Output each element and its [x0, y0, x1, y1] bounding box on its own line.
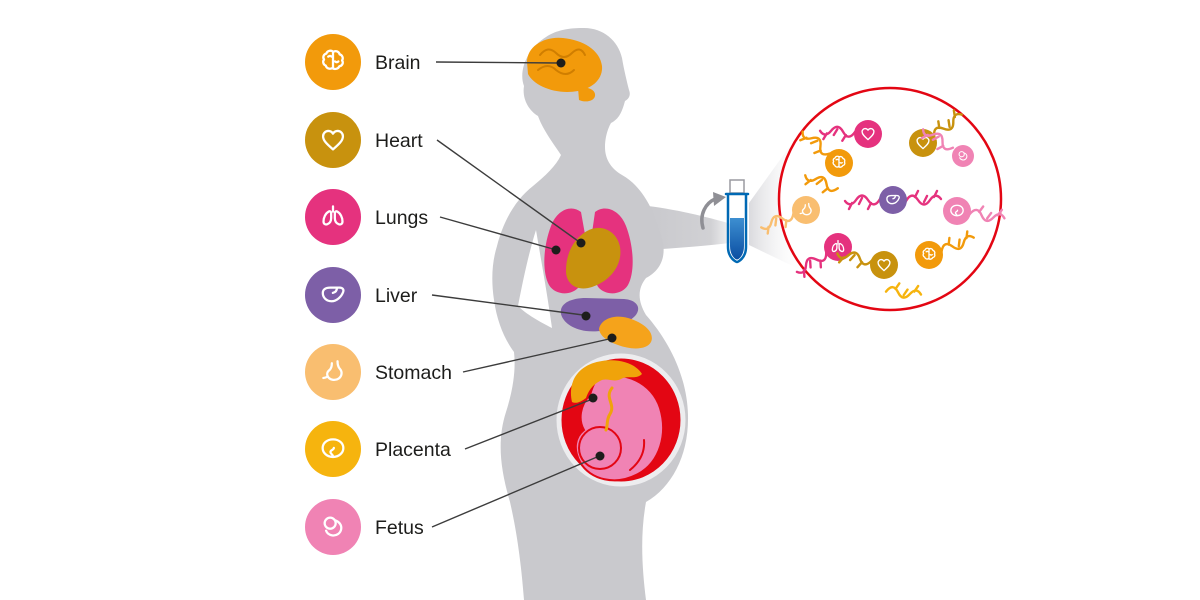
dna-fragment-liver — [843, 186, 943, 214]
dot-fetus — [595, 451, 605, 461]
connector-placenta — [464, 399, 591, 450]
connector-dots — [551, 58, 617, 461]
legend-item-brain: Brain — [305, 34, 421, 90]
fetus-leg-line — [629, 439, 646, 471]
dna-fragment-heart — [818, 120, 882, 148]
dna-fragment-brain — [796, 126, 853, 177]
legend-item-liver: Liver — [305, 267, 418, 323]
liver-legend-swatch — [305, 267, 361, 323]
legend-item-heart: Heart — [305, 112, 423, 168]
dot-liver — [581, 311, 591, 321]
dot-lungs — [551, 245, 561, 255]
legend-label-liver: Liver — [375, 285, 418, 307]
fetus-head — [578, 426, 622, 470]
umbilical-cord — [604, 386, 614, 432]
connector-lines — [431, 61, 610, 528]
dna-blob — [854, 120, 882, 148]
sample-arrow-icon — [700, 197, 717, 230]
dna-fragments — [758, 106, 1008, 302]
sample-arrowhead — [713, 192, 726, 206]
legend-label-stomach: Stomach — [375, 362, 452, 384]
dna-blob — [879, 186, 907, 214]
organ-legend: Brain Heart Lungs Liver Stomach Placenta — [305, 34, 452, 555]
dot-stomach — [607, 333, 617, 343]
brain-cerebellum — [578, 87, 596, 102]
connector-heart — [436, 139, 579, 242]
dna-fragment-placenta — [943, 197, 1008, 225]
connector-brain — [435, 61, 559, 64]
legend-item-lungs: Lungs — [305, 189, 428, 245]
tube-liquid — [730, 218, 744, 260]
connector-stomach — [462, 338, 610, 373]
dna-fragment-lungs — [792, 233, 852, 280]
brain-folds — [537, 48, 586, 75]
dot-brain — [556, 58, 566, 68]
dna-fragment-stomach — [758, 196, 820, 237]
legend-label-placenta: Placenta — [375, 439, 451, 461]
legend-label-heart: Heart — [375, 130, 423, 152]
placenta-organ — [570, 360, 642, 403]
dna-fragment-heart — [834, 247, 898, 279]
connector-liver — [431, 294, 584, 316]
heart-legend-swatch — [305, 112, 361, 168]
dot-placenta — [588, 393, 598, 403]
tube-cap — [729, 179, 745, 194]
dna-blob — [870, 251, 898, 279]
extended-arm — [648, 206, 738, 250]
dna-blob — [792, 196, 820, 224]
lungs-legend-swatch — [305, 189, 361, 245]
legend-label-fetus: Fetus — [375, 517, 424, 539]
legend-item-fetus: Fetus — [305, 499, 424, 555]
stomach-legend-swatch — [305, 344, 361, 400]
connector-lungs — [439, 216, 554, 250]
tube-body — [724, 192, 750, 264]
legend-label-lungs: Lungs — [375, 207, 428, 229]
dna-fragment-fetus — [917, 123, 974, 167]
dna-fragment-brain — [915, 228, 977, 269]
connector-fetus — [431, 456, 598, 528]
dot-heart — [576, 238, 586, 248]
legend-item-placenta: Placenta — [305, 421, 451, 477]
dna-blob — [824, 233, 852, 261]
sample-tube-group — [700, 179, 750, 264]
legend-item-stomach: Stomach — [305, 344, 452, 400]
legend-label-brain: Brain — [375, 52, 421, 74]
